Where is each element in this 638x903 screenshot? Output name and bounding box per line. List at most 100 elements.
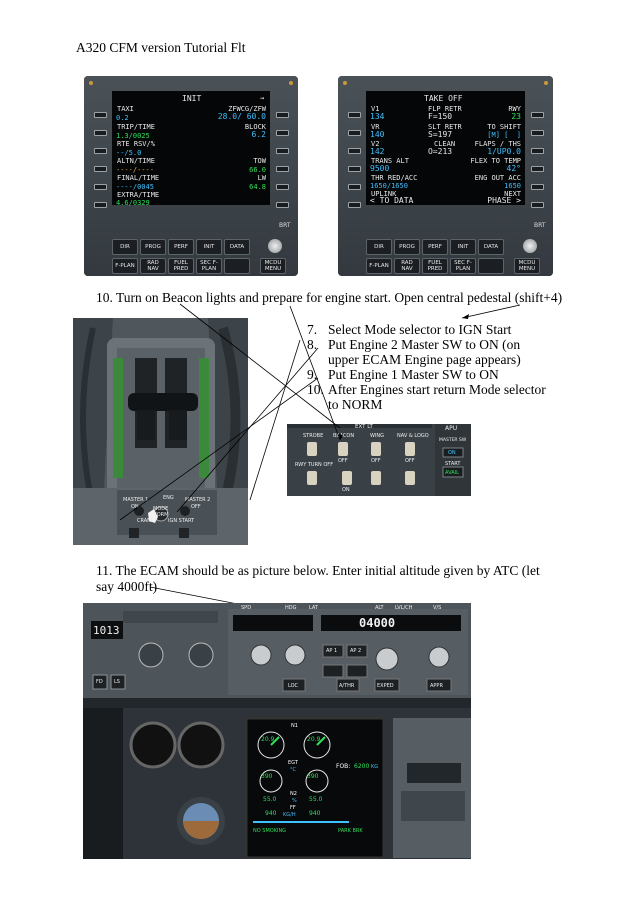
- flaps-ths-value: 1/UP0.0: [487, 147, 521, 156]
- block-value: 6.2: [251, 130, 266, 139]
- mcdu-init-screen: INIT → TAXI 0.2 ZFWCG/ZFW 28.0/ 60.0 TRI…: [112, 91, 270, 207]
- fuel-pred-key[interactable]: FUEL PRED: [168, 258, 194, 274]
- sec-f-plan-key[interactable]: SEC F-PLAN: [450, 258, 476, 274]
- cockpit-image: SPD HDG LAT ALT LVL/CH V/S 04000 1013 AP…: [83, 603, 471, 859]
- block-label: BLOCK: [244, 123, 266, 131]
- lsk-3l-button[interactable]: [348, 148, 361, 154]
- ecam-n1-label: N1: [291, 723, 298, 729]
- blank-key[interactable]: [478, 258, 504, 274]
- lsk-3r-button[interactable]: [531, 148, 544, 154]
- prog-key[interactable]: PROG: [140, 239, 166, 255]
- init-key[interactable]: INIT: [450, 239, 476, 255]
- list-item: 8.Put Engine 2 Master SW to ON (on upper…: [307, 337, 556, 367]
- lsk-6r-button[interactable]: [276, 202, 289, 208]
- vr-label: VR: [371, 123, 380, 131]
- mode-selector-knob[interactable]: [154, 507, 168, 521]
- step-number: 7.: [307, 322, 318, 337]
- f-plan-key[interactable]: F-PLAN: [112, 258, 138, 274]
- blank-key[interactable]: [224, 258, 250, 274]
- ecam-ff-unit: KG/H: [283, 812, 296, 818]
- lsk-3r-button[interactable]: [276, 148, 289, 154]
- athr-button-label: A/THR: [339, 683, 355, 689]
- screw-icon: [89, 81, 93, 85]
- perf-key[interactable]: PERF: [168, 239, 194, 255]
- next-phase-prompt[interactable]: PHASE >: [487, 196, 521, 205]
- lsk-4r-button[interactable]: [276, 166, 289, 172]
- page-title: TAKE OFF: [424, 94, 463, 103]
- loc-button-label: LOC: [288, 683, 299, 689]
- perf-key[interactable]: PERF: [422, 239, 448, 255]
- lsk-4l-button[interactable]: [348, 166, 361, 172]
- flaps-ths-label: FLAPS / THS: [474, 140, 521, 148]
- document-title: A320 CFM version Tutorial Flt: [76, 40, 246, 55]
- ecam-n2-label: N2: [290, 791, 297, 797]
- lsk-1l-button[interactable]: [348, 112, 361, 118]
- eng-label: ENG: [163, 495, 174, 501]
- brightness-knob[interactable]: [523, 239, 537, 253]
- dir-key[interactable]: DIR: [366, 239, 392, 255]
- apu-start-button[interactable]: [443, 467, 463, 477]
- cockpit-drawing: [83, 603, 471, 859]
- brightness-knob[interactable]: [268, 239, 282, 253]
- lsk-5l-button[interactable]: [348, 184, 361, 190]
- rad-nav-key[interactable]: RAD NAV: [394, 258, 420, 274]
- slt-retr-label: SLT RETR: [428, 123, 462, 131]
- to-data-prompt[interactable]: < TO DATA: [370, 196, 414, 205]
- list-item: 7.Select Mode selector to IGN Start: [307, 322, 556, 337]
- flp-retr-label: FLP RETR: [428, 105, 462, 113]
- lsk-1r-button[interactable]: [531, 112, 544, 118]
- lsk-5r-button[interactable]: [276, 184, 289, 190]
- lsk-2l-button[interactable]: [348, 130, 361, 136]
- ecam-n2-right: 55.0: [309, 796, 323, 803]
- baro-display: 1013: [93, 624, 120, 637]
- data-key[interactable]: DATA: [224, 239, 250, 255]
- lsk-5l-button[interactable]: [94, 184, 107, 190]
- screw-icon: [544, 81, 548, 85]
- lsk-2l-button[interactable]: [94, 130, 107, 136]
- lsk-2r-button[interactable]: [276, 130, 289, 136]
- master1-label: MASTER 1: [123, 497, 149, 503]
- lsk-2r-button[interactable]: [531, 130, 544, 136]
- sec-f-plan-key[interactable]: SEC F-PLAN: [196, 258, 222, 274]
- apu-start-label: START: [445, 461, 461, 467]
- f-plan-key[interactable]: F-PLAN: [366, 258, 392, 274]
- lsk-4l-button[interactable]: [94, 166, 107, 172]
- lsk-6l-button[interactable]: [348, 202, 361, 208]
- beacon-label: BEACON: [333, 433, 355, 439]
- clean-label: CLEAN: [434, 140, 456, 148]
- brt-label: BRT: [279, 222, 291, 229]
- data-key[interactable]: DATA: [478, 239, 504, 255]
- prog-key[interactable]: PROG: [394, 239, 420, 255]
- apu-master-button[interactable]: [443, 448, 463, 457]
- ecam-ff-left: 940: [265, 810, 277, 817]
- fuel-pred-key[interactable]: FUEL PRED: [422, 258, 448, 274]
- lsk-4r-button[interactable]: [531, 166, 544, 172]
- lsk-3l-button[interactable]: [94, 148, 107, 154]
- trip-value: 1.3/0025: [116, 132, 150, 140]
- mcdu-menu-key[interactable]: MCDU MENU: [514, 258, 540, 274]
- step-10-text: 10. Turn on Beacon lights and prepare fo…: [96, 290, 563, 305]
- eng2-master-switch[interactable]: [180, 506, 190, 516]
- vr-value: 140: [370, 130, 385, 139]
- lsk-6l-button[interactable]: [94, 202, 107, 208]
- wing-off-label: OFF: [371, 458, 381, 464]
- lsk-5r-button[interactable]: [531, 184, 544, 190]
- dir-key[interactable]: DIR: [112, 239, 138, 255]
- master-sw-label: MASTER SW: [439, 438, 467, 443]
- mcdu-menu-key[interactable]: MCDU MENU: [260, 258, 286, 274]
- beacon-switch[interactable]: [338, 442, 348, 456]
- strobe-switch[interactable]: [307, 442, 317, 456]
- fd-button-label: FD: [96, 679, 103, 685]
- lsk-1l-button[interactable]: [94, 112, 107, 118]
- eng1-master-switch[interactable]: [134, 506, 144, 516]
- appr-button-label: APPR: [430, 683, 443, 689]
- lsk-1r-button[interactable]: [276, 112, 289, 118]
- slt-retr-value: S=197: [428, 130, 453, 139]
- lsk-6r-button[interactable]: [531, 202, 544, 208]
- rad-nav-key[interactable]: RAD NAV: [140, 258, 166, 274]
- expd-button-label: EXPED: [377, 683, 394, 689]
- init-key[interactable]: INIT: [196, 239, 222, 255]
- hdg-label: HDG: [285, 605, 297, 611]
- altitude-knob[interactable]: [376, 648, 398, 670]
- trans-alt-value: 9500: [370, 164, 390, 173]
